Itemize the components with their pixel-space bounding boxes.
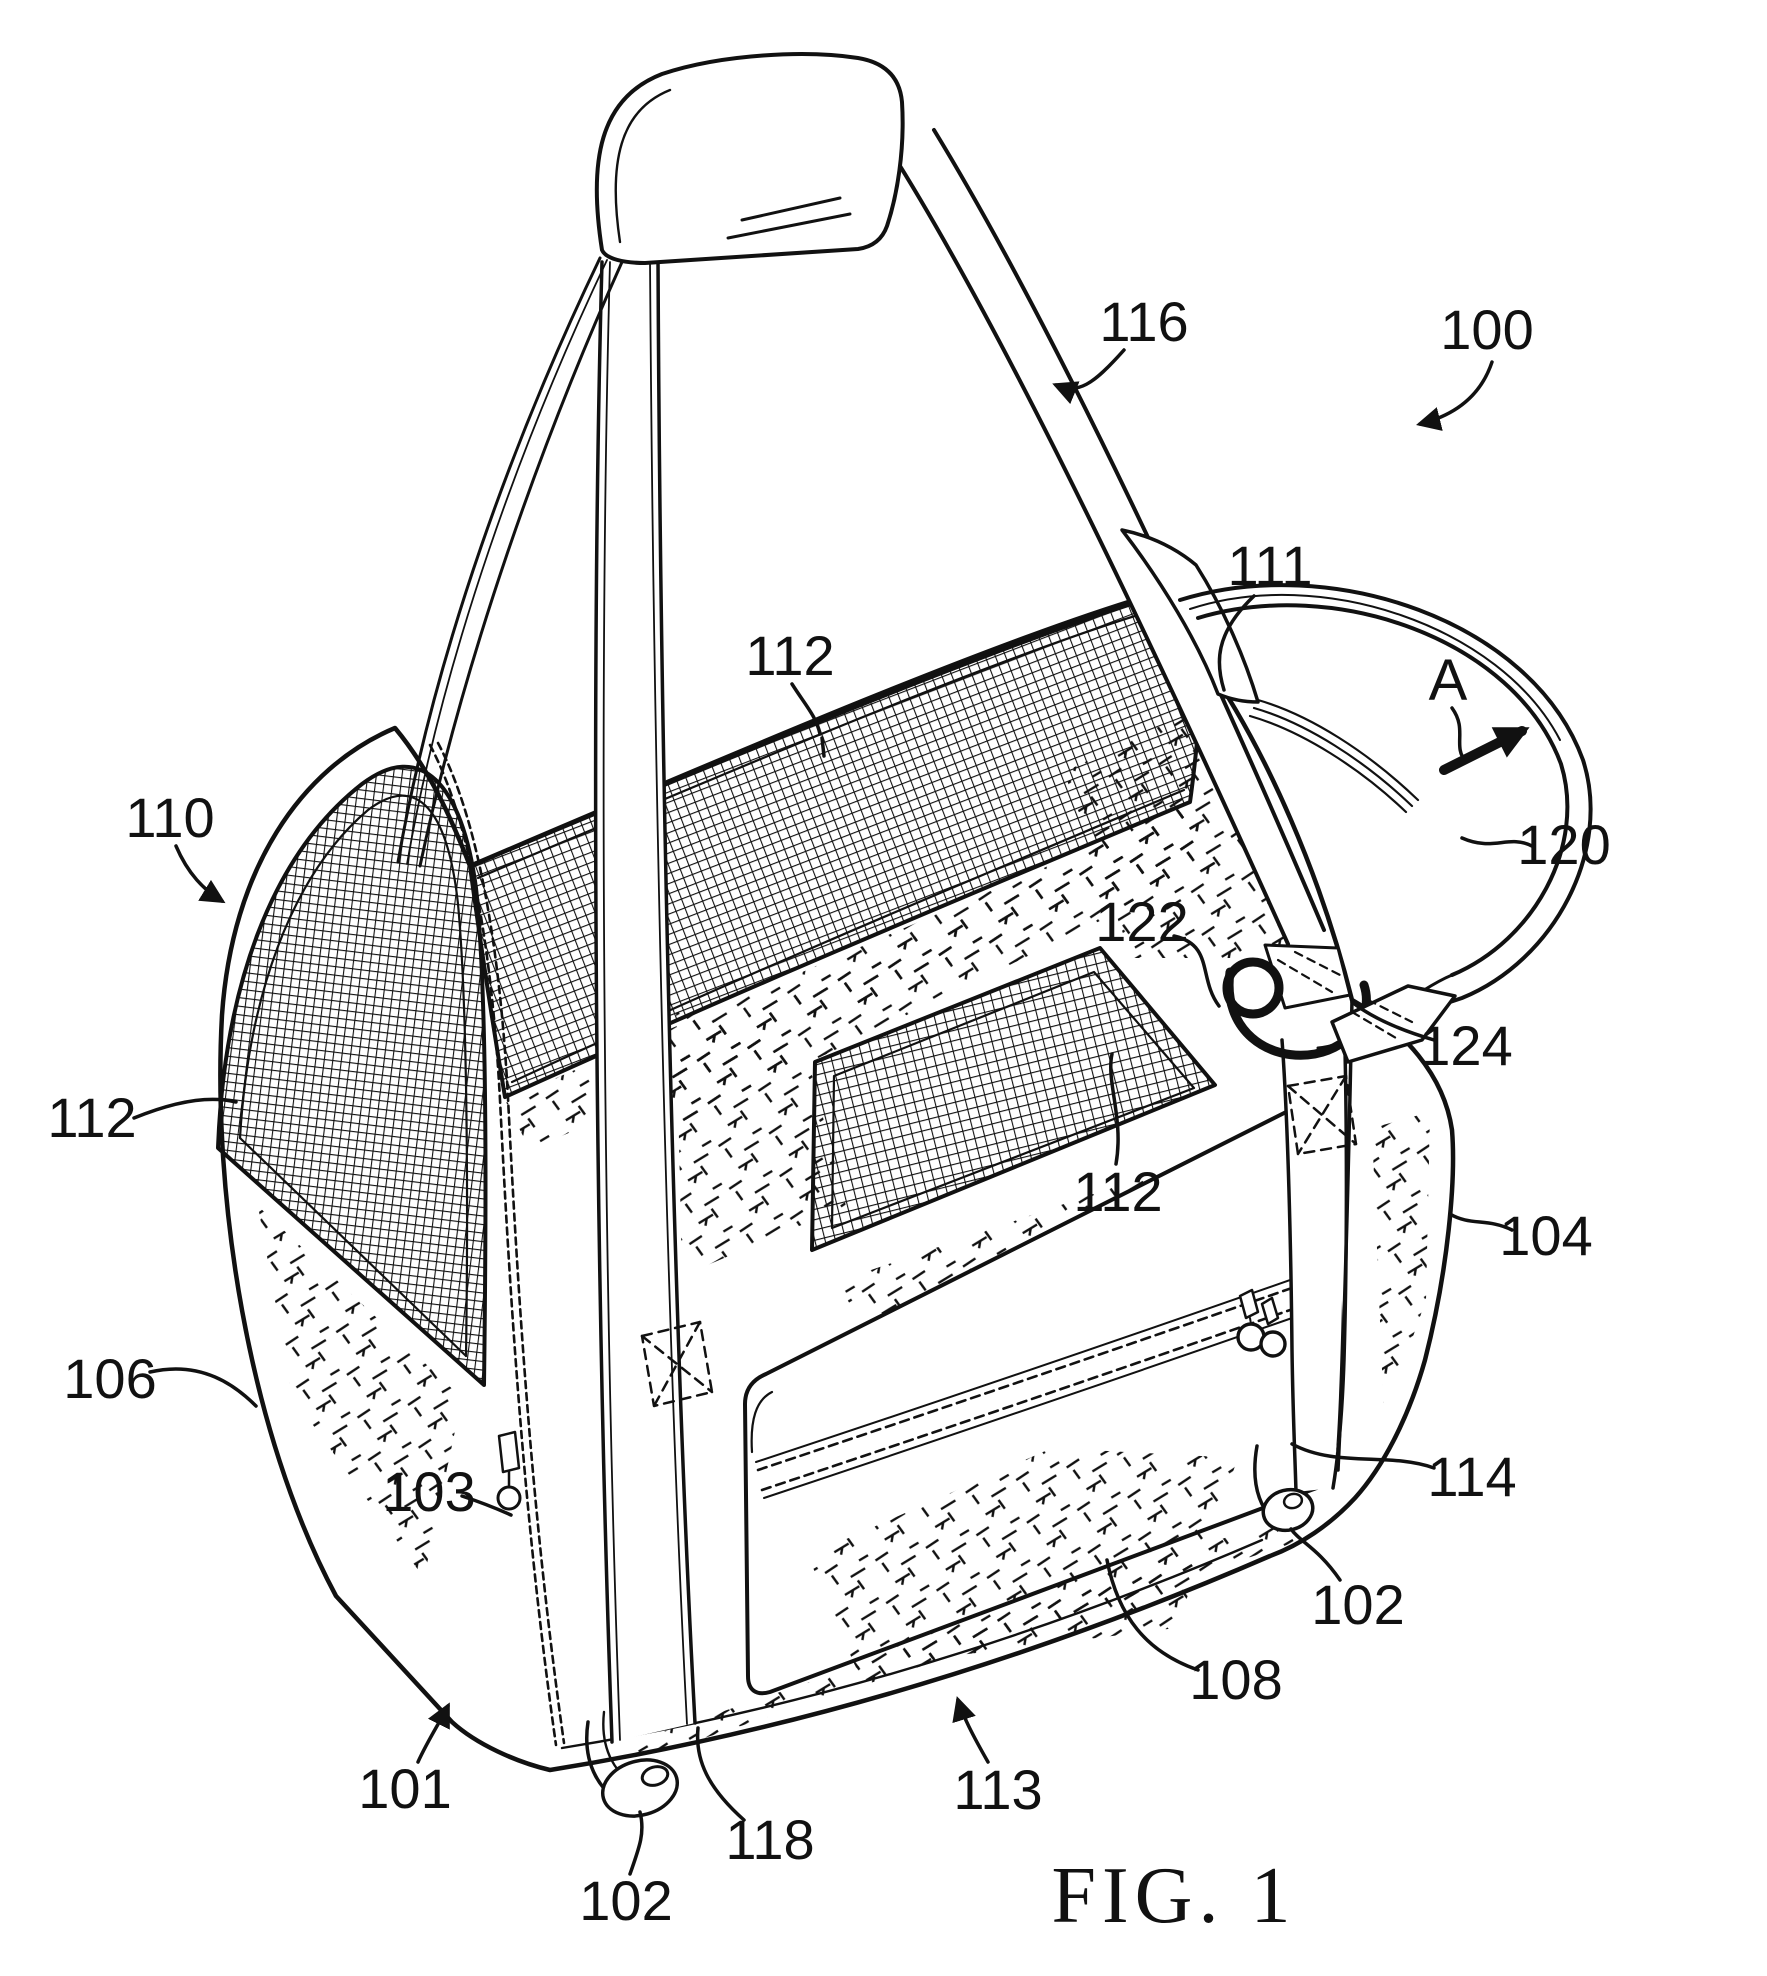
front-strap-band (593, 258, 714, 1744)
ref-label-112-front: 112 (1073, 1160, 1162, 1223)
figure-caption: FIG. 1 (1052, 1852, 1297, 1940)
ref-label-124: 124 (1419, 1014, 1512, 1077)
ref-label-100: 100 (1440, 298, 1533, 361)
strap-cover-flap (1120, 528, 1260, 704)
ref-label-102-left: 102 (579, 1869, 672, 1932)
leader-116 (1052, 348, 1126, 405)
left-wheel (585, 1710, 680, 1818)
handle-pad (594, 52, 905, 265)
front-mesh-window (810, 946, 1217, 1252)
leader-111 (1217, 594, 1256, 692)
carrier-drawing (216, 52, 1593, 1818)
leader-112-front (1109, 1052, 1120, 1166)
ref-label-101: 101 (358, 1757, 451, 1820)
ref-label-112-side: 112 (47, 1086, 136, 1149)
side-mesh-panel (216, 764, 488, 1387)
leader-A (1450, 706, 1468, 764)
ref-label-122: 122 (1095, 890, 1188, 953)
leader-108 (1105, 1558, 1200, 1672)
front-pocket (743, 1100, 1343, 1696)
stitch-box-left-icon (640, 1320, 714, 1408)
ref-label-108: 108 (1189, 1648, 1282, 1711)
ref-label-106: 106 (63, 1347, 156, 1410)
leader-101 (416, 1702, 450, 1764)
stitch-box-right-icon (1286, 1074, 1358, 1156)
leader-102-left (628, 1810, 644, 1876)
handle-strap-left (396, 256, 624, 868)
stitch-strip (505, 805, 1210, 1150)
ref-label-113: 113 (953, 1758, 1042, 1821)
leader-113 (952, 1696, 990, 1764)
leader-110 (174, 844, 226, 904)
zipper-pull-icon (496, 1485, 522, 1511)
zipper-slider-icon (497, 1430, 521, 1474)
leader-112-top (790, 682, 826, 758)
direction-label: A (1429, 648, 1468, 713)
leader-103 (460, 1494, 513, 1517)
leader-100 (1416, 360, 1494, 431)
side-zipper (428, 741, 566, 1747)
reference-labels: 116 100 111 A 120 124 122 112 112 112 10… (47, 290, 1610, 1940)
ref-label-102-right: 102 (1311, 1573, 1404, 1636)
leader-118 (695, 1726, 746, 1822)
leader-120 (1460, 836, 1534, 848)
bottom-stitch-strip (626, 1514, 1296, 1758)
shoulder-strap (888, 128, 1326, 946)
leader-lines (132, 348, 1534, 1876)
ref-label-104: 104 (1499, 1204, 1592, 1267)
ref-label-112-top: 112 (745, 624, 834, 687)
ref-label-111: 111 (1227, 534, 1312, 597)
ref-label-114: 114 (1427, 1445, 1516, 1508)
ref-label-110: 110 (125, 786, 214, 849)
pocket-zipper-pull2-icon (1259, 1330, 1287, 1358)
right-strap-band (1280, 1038, 1358, 1494)
direction-arrow (1439, 726, 1530, 775)
leader-122 (1172, 934, 1221, 1008)
ref-label-103: 103 (382, 1460, 475, 1523)
leader-124 (1350, 1000, 1436, 1042)
ref-label-120: 120 (1517, 813, 1610, 876)
loop-strap-layers (1248, 698, 1420, 814)
leader-112-side (132, 1097, 238, 1120)
leader-104 (1448, 1212, 1514, 1232)
leader-102-right (1289, 1527, 1342, 1582)
leader-106 (148, 1367, 258, 1408)
pocket-zipper (755, 1265, 1339, 1499)
ref-label-116: 116 (1099, 290, 1188, 353)
leader-114 (1290, 1442, 1436, 1470)
ref-label-118: 118 (725, 1808, 814, 1871)
